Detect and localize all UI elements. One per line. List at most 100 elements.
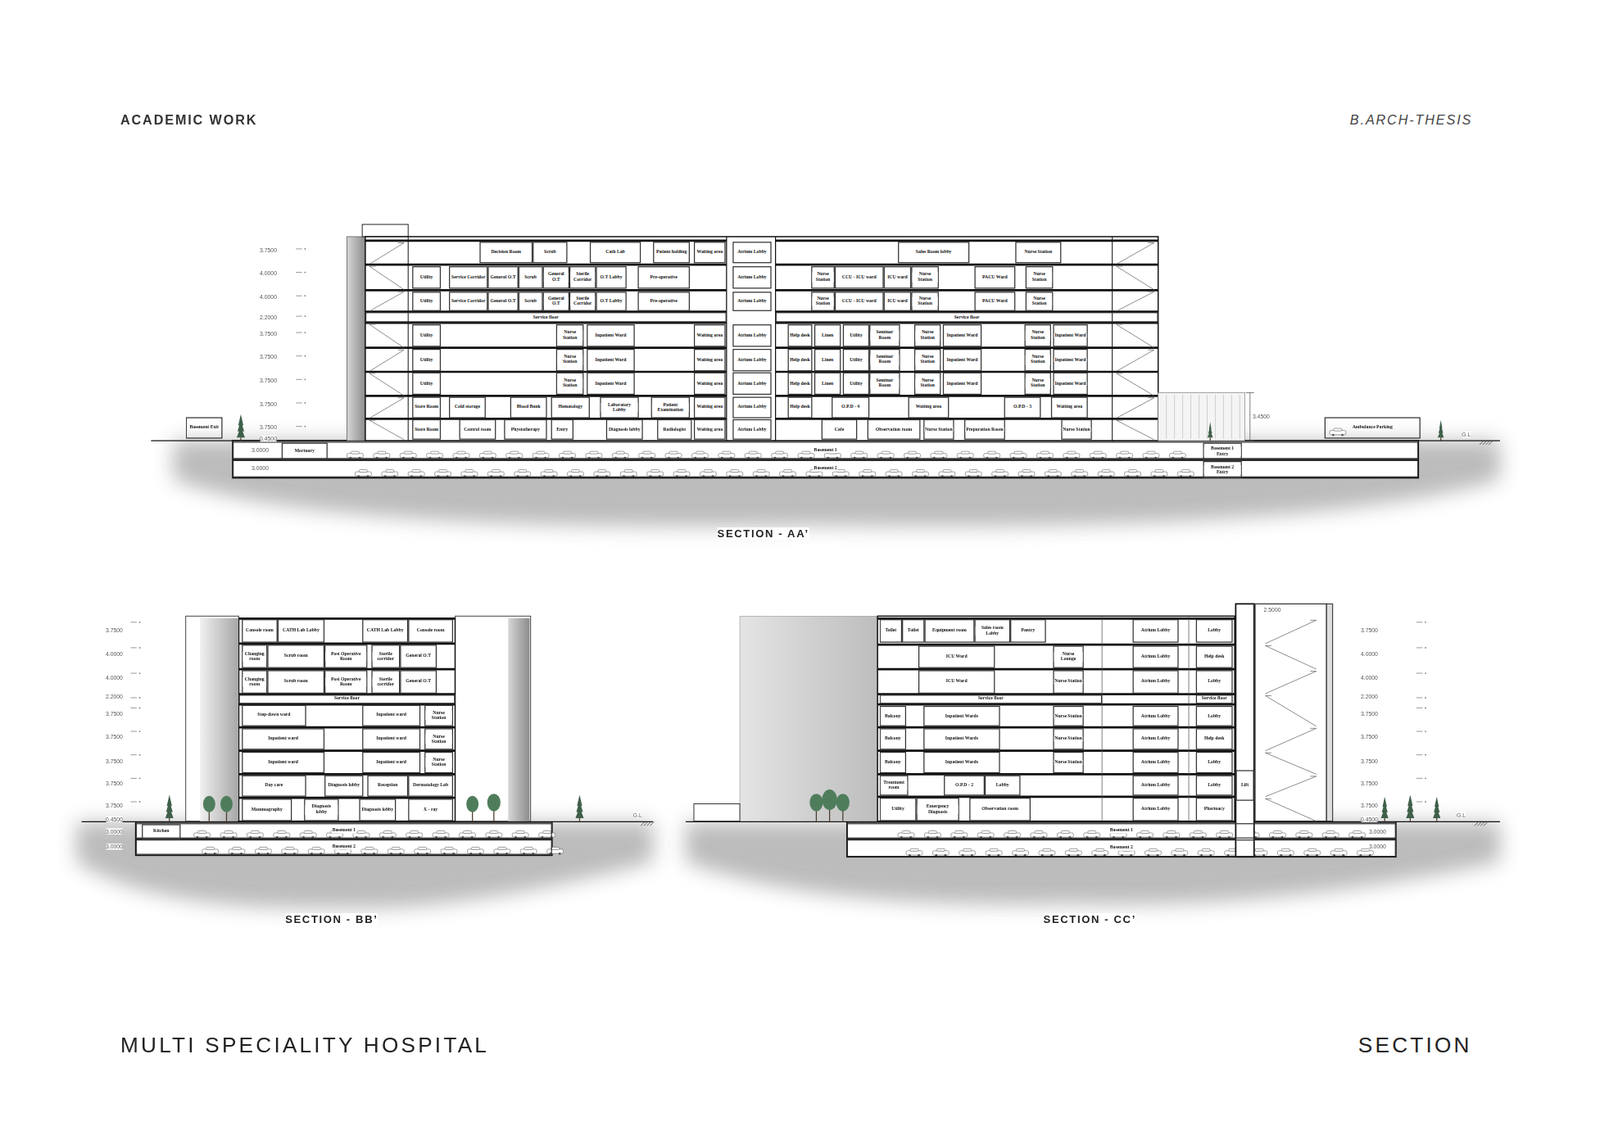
drawing-line xyxy=(1116,420,1123,422)
car xyxy=(1120,451,1129,454)
drawing-line xyxy=(1116,372,1123,374)
room-name: Inpatient Wards xyxy=(944,760,979,766)
heading-text: ACADEMIC WORK xyxy=(120,111,258,127)
car xyxy=(312,847,321,850)
drawing-line xyxy=(369,420,376,422)
room-box: Atrium Lobby xyxy=(1133,797,1179,822)
car xyxy=(1167,830,1176,834)
car xyxy=(1024,854,1027,857)
drawing-line xyxy=(725,236,727,441)
tree-trunk xyxy=(168,818,170,822)
pine-tree xyxy=(1439,420,1443,429)
room-name: Nurse Station xyxy=(915,378,940,389)
room-name: Balcony xyxy=(883,713,902,719)
room-box: Ambulance Parking xyxy=(1324,416,1421,439)
room-box: Basement 2Basement 2 Entry xyxy=(232,460,1419,478)
car xyxy=(483,451,492,454)
room-name: Sales room Lobby xyxy=(975,625,1010,636)
room-box: General O.T xyxy=(399,644,437,669)
car xyxy=(996,470,1005,473)
dimension-label: 3.7500 xyxy=(1360,757,1378,764)
dimension-label: 3.7500 xyxy=(105,734,123,740)
room-box: Inpatient Ward xyxy=(1052,349,1088,372)
room-box: Nurse Station xyxy=(923,419,954,440)
dimension-label: 3.7500 xyxy=(105,627,123,634)
car xyxy=(377,451,386,454)
room-name: Lift xyxy=(1240,783,1249,789)
room-box: Nurse Station xyxy=(914,349,941,372)
room-name: Utility xyxy=(419,380,434,386)
room-box: Cold storage xyxy=(448,397,486,419)
drawing-line xyxy=(1147,397,1154,399)
drawing-line xyxy=(1182,394,1184,440)
room-name: Utility xyxy=(419,333,434,339)
car xyxy=(206,847,215,850)
room-box: Atrium Lobby xyxy=(1133,728,1179,750)
room-box: Seminar Room xyxy=(869,324,900,347)
drawing-line xyxy=(1214,394,1216,440)
room-box: Step-down ward xyxy=(241,705,306,727)
room-box: Basement 1 xyxy=(847,823,1397,839)
drawing-line xyxy=(295,426,302,427)
room-box: Treatment room xyxy=(879,775,909,797)
car xyxy=(836,470,845,473)
room-name: Inpatient Ward xyxy=(594,358,627,363)
room-name: Nurse Station xyxy=(924,426,953,432)
car xyxy=(1262,854,1265,857)
room-name: Inpatient Wards xyxy=(944,736,979,742)
room-name: Atrium Lobby xyxy=(1140,760,1171,766)
level-dot xyxy=(1424,621,1427,624)
car xyxy=(510,451,519,454)
car xyxy=(960,451,970,454)
room-box: Sterile Corridor xyxy=(569,291,596,312)
room-name: Nurse Station xyxy=(557,330,583,341)
room-box: Inpatient ward xyxy=(362,705,421,727)
room-box: Blood Bank xyxy=(510,397,548,419)
level-dot xyxy=(1424,754,1427,757)
level-dot xyxy=(1424,730,1427,733)
car xyxy=(669,451,678,454)
room-name: General O.T xyxy=(489,299,517,304)
room-name: Kitchen xyxy=(152,829,170,835)
room-name: Nurse Station xyxy=(1054,679,1084,685)
low-block xyxy=(693,803,740,821)
car xyxy=(1255,848,1264,852)
drawing-line xyxy=(1173,394,1175,440)
room-box: Lobby xyxy=(1196,752,1233,774)
room-box: Inpatient ward xyxy=(241,728,325,750)
stair-core xyxy=(346,236,365,441)
room-box: Balcony xyxy=(879,752,907,774)
room-box: ICU Ward xyxy=(918,670,995,694)
room-name: Inpatient Ward xyxy=(946,358,979,363)
drawing-line xyxy=(1116,266,1155,291)
room-name: Patient Examination xyxy=(652,403,689,413)
car xyxy=(1014,451,1023,454)
car xyxy=(412,470,421,473)
dimension-label: 2.2000 xyxy=(1360,693,1378,700)
room-box: Linen xyxy=(814,349,841,372)
level-dot xyxy=(139,707,141,710)
room-name: CATH Lab Lobby xyxy=(366,628,404,634)
room-box: O.P.D - 2 xyxy=(943,775,985,797)
dimension-label: G.L xyxy=(633,811,643,818)
room-name: Waiting area xyxy=(696,426,724,432)
room-name: Service floor xyxy=(977,697,1004,703)
car xyxy=(498,847,507,850)
room-name: Service Corridor xyxy=(450,275,486,281)
drawing-line xyxy=(1264,645,1271,647)
drawing-line xyxy=(398,291,404,293)
dimension-label: 0.4500 xyxy=(259,435,277,442)
room-name: Inpatient ward xyxy=(376,713,408,719)
car xyxy=(1353,830,1362,834)
room-name: Nurse Station xyxy=(1025,355,1051,366)
room-box: Post Operative Room xyxy=(324,644,368,669)
room-box: Nurse Station xyxy=(1060,419,1092,440)
room-box: General O.T xyxy=(543,291,570,312)
room-box: O.T Lobby xyxy=(595,266,626,289)
room-name: Atrium Lobby xyxy=(737,380,768,386)
side-wall xyxy=(455,616,531,821)
room-name: CCU - ICU ward xyxy=(841,275,877,281)
tree-trunk xyxy=(240,437,241,441)
room-name: Inpatient ward xyxy=(376,760,408,766)
level-dot xyxy=(139,621,141,624)
